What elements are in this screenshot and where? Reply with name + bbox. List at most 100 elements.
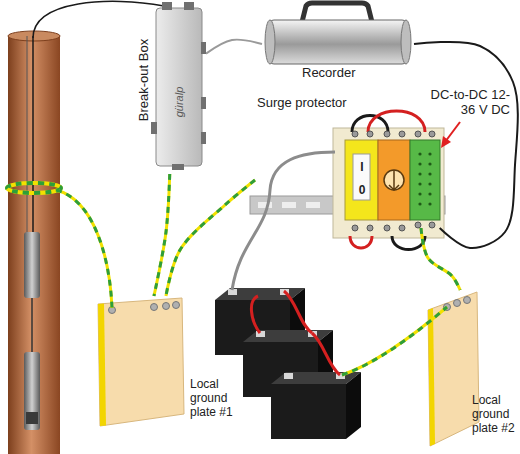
recorder-label: Recorder (302, 66, 392, 81)
vent-dot (428, 192, 431, 195)
battery (271, 372, 361, 439)
terminal-screw (367, 131, 373, 137)
breakout-box: Break-out Box güralp (132, 2, 206, 174)
terminal-screw (429, 131, 435, 137)
battery-top (271, 372, 361, 384)
switch-marking: I (356, 161, 368, 173)
vent-dot (428, 202, 431, 205)
rail-slot (306, 202, 320, 208)
plate-hole (454, 300, 461, 307)
power-wire (350, 236, 372, 248)
vent-dot (418, 162, 421, 165)
plate-body (98, 298, 184, 426)
plate-body (428, 292, 479, 446)
vent-dot (428, 152, 431, 155)
wire-path (166, 180, 255, 296)
power-cable (232, 152, 335, 290)
terminal-screw (352, 131, 358, 137)
ground-clamp (7, 183, 61, 193)
surge-symbol (389, 170, 399, 190)
vent-dot (428, 182, 431, 185)
connector (184, 2, 194, 10)
converter-module (410, 140, 440, 220)
recorder-handle (302, 3, 372, 22)
box-body (156, 8, 202, 166)
sensor-cylinder (24, 352, 40, 430)
battery-wire (251, 296, 260, 333)
battery-side (346, 372, 361, 439)
connector (201, 132, 206, 144)
vent-dot (428, 172, 431, 175)
brand-logo: güralp (173, 87, 186, 118)
recorder: Recorder (262, 0, 414, 88)
support-line (27, 36, 28, 232)
sensor-cylinder (24, 232, 40, 298)
surge-symbol (384, 170, 404, 190)
terminal-screw (367, 225, 373, 231)
terminal-screw (399, 225, 405, 231)
connector (201, 42, 206, 54)
plate-label: Local ground plate #2 (472, 394, 518, 435)
ground-clamp (7, 183, 61, 193)
pointer-arrow (445, 122, 460, 142)
ground-wire (166, 180, 255, 296)
surge-label: Surge protector (257, 96, 397, 111)
battery-wire (284, 291, 312, 333)
power-wire (392, 236, 425, 250)
connector (201, 97, 206, 109)
terminal-screw (384, 131, 390, 137)
sensor-cable (32, 36, 34, 232)
sensor-base (26, 412, 38, 424)
power-wire (368, 111, 425, 132)
node-shape (255, 96, 410, 236)
ground-plate: Local ground plate #2 (425, 290, 520, 450)
recorder-cap (265, 20, 275, 64)
ground-wire (154, 174, 170, 296)
switch-lever (353, 154, 370, 200)
connector (151, 122, 157, 134)
terminal-screw (415, 131, 421, 137)
plate-hole (464, 297, 471, 304)
wire-path (206, 40, 262, 54)
vent-dot (418, 172, 421, 175)
plate-hole (109, 307, 116, 314)
vent-dot (418, 192, 421, 195)
connector (162, 2, 172, 10)
plate-hole (163, 303, 170, 310)
rail-slot (258, 202, 272, 208)
vent-dot (428, 162, 431, 165)
surge-module (378, 140, 410, 220)
sensor-link (31, 298, 33, 352)
converter-label: DC-to-DC 12-36 V DC (422, 88, 510, 118)
vent-dot (418, 202, 421, 205)
ground-wire (56, 190, 112, 308)
plate-hole (444, 304, 451, 311)
switch-module (345, 140, 378, 220)
din-housing (333, 128, 444, 238)
box-label: Break-out Box (137, 39, 152, 121)
terminal-screw (384, 225, 390, 231)
ground-wire (56, 190, 112, 308)
wire-path (154, 174, 170, 296)
terminal-screw (352, 225, 358, 231)
recorder-cap (401, 20, 411, 64)
wire-path (166, 180, 255, 296)
borehole (7, 31, 61, 454)
signal-cable (206, 40, 262, 54)
rail-slot (282, 202, 296, 208)
battery-wire (312, 333, 340, 375)
ground-plate: Local ground plate #1 (92, 296, 242, 431)
plate-label: Local ground plate #1 (190, 378, 242, 419)
plate-edge (98, 304, 106, 426)
terminal-screw (399, 131, 405, 137)
battery-terminal (284, 373, 293, 379)
terminal-screw (429, 222, 435, 228)
sensor-cable (33, 1, 164, 38)
borehole-casing (8, 36, 60, 454)
plate-hole (173, 302, 180, 309)
surge-protector: Surge protector (255, 96, 410, 236)
